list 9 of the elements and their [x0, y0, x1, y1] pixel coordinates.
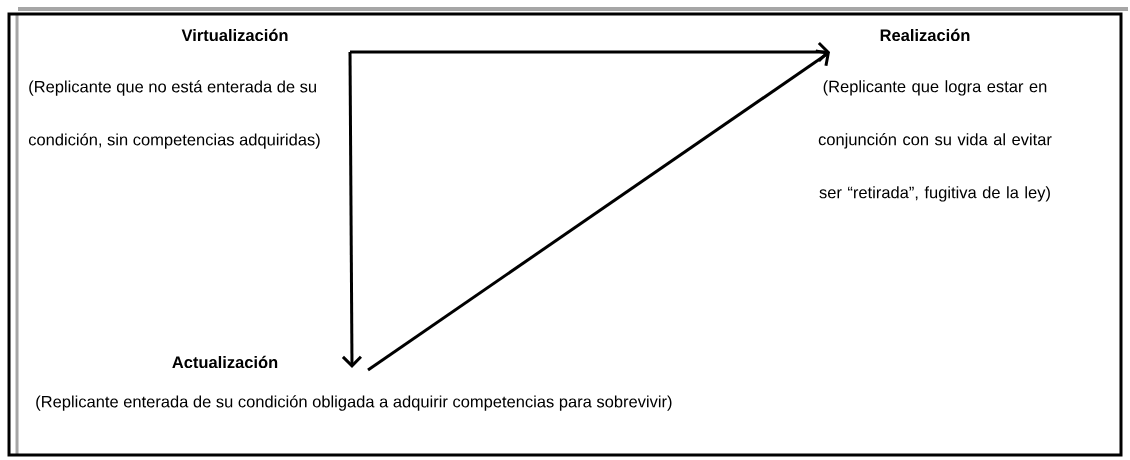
heading: Actualización: [172, 355, 278, 369]
description: (Replicante que no está enterada de su condición, sin competencias adquiridas): [28, 80, 320, 149]
arrow: [341, 52, 362, 368]
description: (Replicante enterada de su condición obligada a adquirir competencias para sobrevivir): [36, 395, 672, 411]
heading: Virtualización: [181, 28, 288, 42]
arrow: [367, 49, 830, 372]
heading: Realización: [880, 28, 970, 42]
arrow: [350, 41, 830, 63]
description: (Replicante que logra estar en conjunción con su vida al evitar ser “retirada”, fugitiva de la ley): [818, 80, 1052, 202]
